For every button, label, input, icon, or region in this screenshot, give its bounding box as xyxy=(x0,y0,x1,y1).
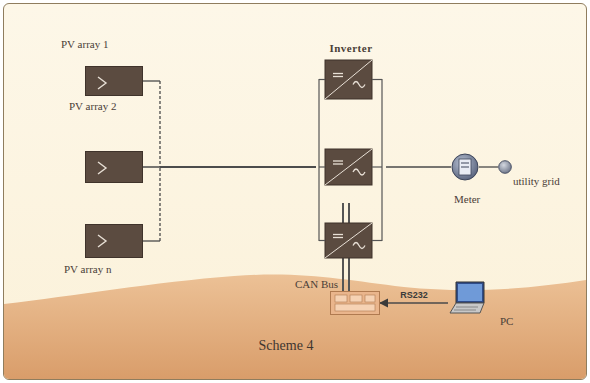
node-label: utility grid xyxy=(513,175,560,187)
node-label: CAN Bus xyxy=(295,278,338,290)
meter-node: Meter xyxy=(451,153,479,181)
grid-symbol xyxy=(498,160,512,174)
connector xyxy=(143,81,316,167)
node-label: PC xyxy=(500,315,513,327)
connector xyxy=(479,167,498,168)
pv-array-box: PV array 1 xyxy=(85,66,143,96)
connector xyxy=(143,167,316,168)
grid-node: utility grid xyxy=(498,160,512,174)
connector xyxy=(386,167,451,168)
node-label: PV array 1 xyxy=(61,38,108,50)
pv-symbol xyxy=(86,225,142,257)
pv-symbol xyxy=(86,67,142,95)
pv-array-box: PV array 2 xyxy=(85,151,143,183)
inverter-group: Inverter xyxy=(316,38,386,262)
node-label: PV array n xyxy=(64,263,111,275)
sand-ground xyxy=(4,4,586,379)
connector xyxy=(143,167,316,241)
laptop-icon xyxy=(448,279,488,319)
meter-symbol xyxy=(451,153,479,181)
group-heading: Inverter xyxy=(329,42,372,54)
can-controller xyxy=(330,291,380,315)
caption: Scheme 4 xyxy=(259,338,314,354)
node-label: PV array 2 xyxy=(69,100,116,112)
background-panel xyxy=(3,3,587,380)
edge-label: RS232 xyxy=(398,290,430,300)
pv-symbol xyxy=(86,152,142,182)
node-label: Meter xyxy=(454,193,480,205)
can-bus-node: CAN Bus xyxy=(330,291,380,315)
inverter-units xyxy=(316,38,386,262)
pc-node: PC xyxy=(448,279,488,319)
pv-array-box: PV array n xyxy=(85,224,143,258)
connector xyxy=(380,303,448,304)
